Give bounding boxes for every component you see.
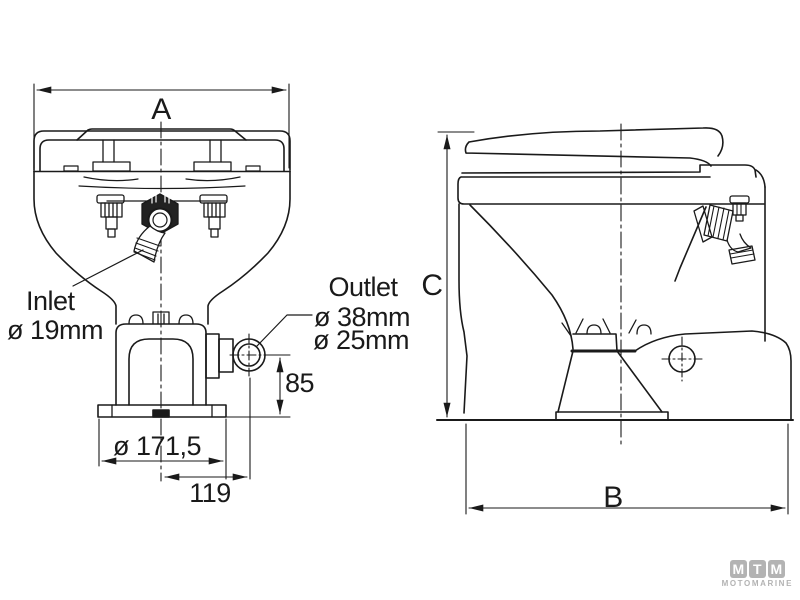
dim-flange-label: ø 171,5 xyxy=(113,431,201,461)
inlet-assembly xyxy=(96,193,228,263)
side-view xyxy=(436,123,794,515)
rear-mount-foot xyxy=(634,330,792,421)
logo-letter-m1: M xyxy=(729,560,747,578)
mount-bolt-hole xyxy=(661,336,704,382)
dimension-flange xyxy=(98,418,227,480)
inlet-label: Inlet xyxy=(26,286,76,316)
inlet-size-label: ø 19mm xyxy=(7,315,103,345)
body-front-edge xyxy=(458,203,468,414)
front-view xyxy=(33,83,313,482)
logo-squares: M T M xyxy=(722,560,793,578)
inlet-hose xyxy=(133,225,166,263)
bumper-right xyxy=(245,165,261,172)
pedestal xyxy=(555,318,669,421)
rim-band xyxy=(457,176,765,205)
lid-profile xyxy=(464,127,724,167)
dim-85-label: 85 xyxy=(285,368,314,398)
logo-letter-m2: M xyxy=(767,560,785,578)
hinge-posts xyxy=(102,139,222,163)
hinge-plate-right xyxy=(193,161,232,172)
discharge-fitting xyxy=(693,195,756,265)
outer-rim xyxy=(33,130,291,171)
seat-profile xyxy=(461,164,766,188)
inlet-leader-line xyxy=(72,249,144,287)
annotations: A C B Inlet ø 19mm Outlet ø 38mm ø 25mm … xyxy=(7,93,623,514)
brand-logo: M T M MOTOMARINE xyxy=(722,560,793,588)
dim-c-label: C xyxy=(421,269,442,302)
outlet-label: Outlet xyxy=(328,272,398,302)
seat-band xyxy=(39,139,285,172)
logo-letter-t: T xyxy=(748,560,766,578)
outlet-size1-label: ø 38mm xyxy=(314,302,410,332)
bowl-left-edge xyxy=(33,170,117,325)
logo-wordmark: MOTOMARINE xyxy=(721,579,793,588)
rear-bowl-line xyxy=(674,206,707,282)
outlet-leader-line xyxy=(256,314,313,347)
outlet-size2-label: ø 25mm xyxy=(313,325,409,355)
side-valve-right xyxy=(199,194,228,238)
hinge-plate-left xyxy=(92,161,131,172)
bumper-left xyxy=(63,165,79,172)
dimension-c xyxy=(437,131,475,418)
inlet-elbow xyxy=(133,193,179,263)
dimension-b xyxy=(465,423,789,515)
bowl-profile xyxy=(469,204,574,350)
dim-a-label: A xyxy=(151,93,171,126)
pump-base xyxy=(97,311,227,418)
side-valve-left xyxy=(96,194,125,238)
bowl-right-edge xyxy=(207,170,291,325)
dimension-85 xyxy=(226,354,291,418)
seat-contour-lines xyxy=(78,176,246,190)
outlet-port xyxy=(205,333,271,480)
dim-119-label: 119 xyxy=(189,478,231,508)
dim-b-label: B xyxy=(603,481,623,514)
